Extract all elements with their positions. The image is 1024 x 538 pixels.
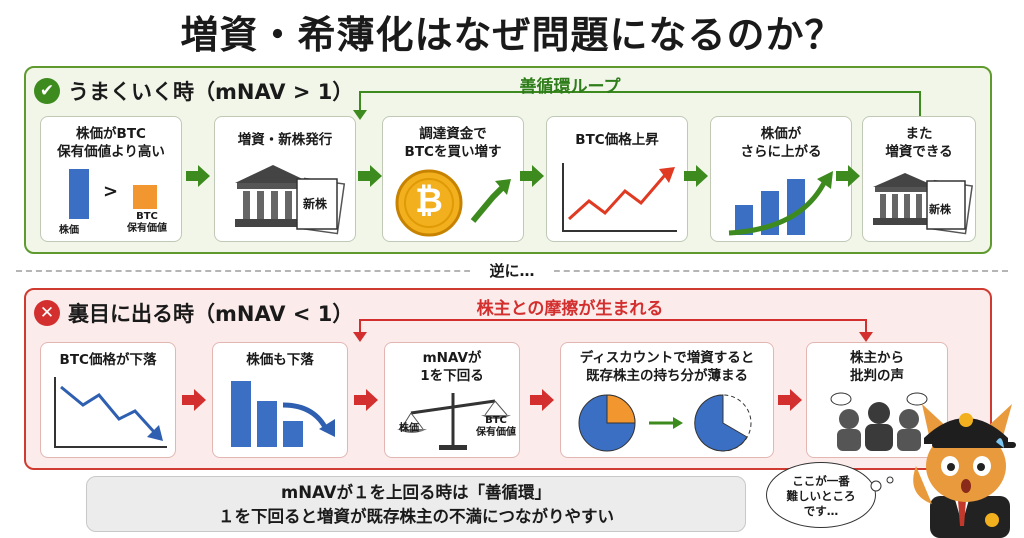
- greater-than: >: [103, 181, 119, 202]
- falling-chart-icon: [54, 377, 167, 448]
- scale-right-label: BTC 保有価値: [476, 415, 516, 438]
- step-raise-again: また 増資できる 新株: [862, 116, 976, 242]
- step-label: また 増資できる: [885, 126, 953, 160]
- rising-bars-icon: [728, 171, 833, 236]
- step-label: 株価も下落: [246, 352, 314, 368]
- divider-label: 逆に…: [470, 260, 554, 281]
- step-btc-fall: BTC価格が下落: [40, 342, 176, 458]
- dilution-pie-icon: [578, 394, 752, 452]
- arrow-right-icon: [520, 165, 544, 187]
- success-heading-text: うまくいく時（mNAV > 1）: [68, 80, 354, 104]
- step-mnav-below-1: mNAVが 1を下回る 株価 BTC 保有価値: [384, 342, 520, 458]
- btc-value-label: BTC 保有価値: [127, 211, 167, 234]
- virtuous-loop-arrow: [353, 91, 921, 120]
- step-stock-above-btc: 株価がBTC 保有価値より高い > 株価 BTC 保有価値: [40, 116, 182, 242]
- step-label: BTC価格上昇: [575, 132, 659, 148]
- scale-left-label: 株価: [399, 423, 419, 434]
- new-share-doc-label: 新株: [929, 203, 951, 216]
- step-dilution: ディスカウントで増資すると 既存株主の持ち分が薄まる: [560, 342, 774, 458]
- check-icon: ✔: [34, 78, 60, 104]
- summary-line-2: １を下回ると増資が既存株主の不満につながりやすい: [218, 507, 614, 526]
- speech-bubble: ここが一番 難しいところ です…: [766, 462, 876, 528]
- friction-loop-arrow: [353, 319, 873, 342]
- step-label: 調達資金で BTCを買い増す: [404, 126, 502, 160]
- step-label: BTC価格が下落: [59, 352, 157, 368]
- cat-mascot: [913, 404, 1016, 538]
- arrow-right-icon: [778, 389, 802, 411]
- backfire-heading-text: 裏目に出る時（mNAV < 1）: [68, 302, 354, 326]
- friction-label: 株主との摩擦が生まれる: [476, 299, 664, 319]
- rising-chart-icon: [562, 163, 677, 232]
- thought-dots: [870, 476, 894, 492]
- falling-bars-icon: [231, 381, 335, 447]
- x-icon: ✕: [34, 300, 60, 326]
- success-heading: ✔ うまくいく時（mNAV > 1）: [34, 76, 353, 106]
- step-label: 株価が さらに上がる: [740, 126, 822, 160]
- bank-icon: [235, 165, 346, 235]
- loop-label: 善循環ループ: [519, 77, 621, 97]
- summary-line-1: mNAVが１を上回る時は「善循環」: [281, 483, 551, 502]
- step-label: 増資・新株発行: [237, 132, 333, 148]
- bitcoin-coin-icon: [395, 169, 511, 237]
- balance-scale-icon: [397, 393, 511, 450]
- arrow-right-icon: [186, 165, 210, 187]
- arrow-right-icon: [354, 389, 378, 411]
- stock-bar: [69, 169, 89, 219]
- btc-symbol: ₿: [415, 181, 443, 221]
- bank-icon: [873, 173, 973, 235]
- step-label: ディスカウントで増資すると 既存株主の持ち分が薄まる: [579, 350, 755, 384]
- arrow-right-icon: [182, 389, 206, 411]
- backfire-heading: ✕ 裏目に出る時（mNAV < 1）: [34, 298, 353, 328]
- step-label: 株価がBTC 保有価値より高い: [57, 126, 165, 160]
- angry-shareholders-icon: [830, 392, 928, 451]
- btc-value-square: [133, 185, 157, 209]
- new-share-doc-label: 新株: [303, 197, 328, 211]
- arrow-right-icon: [836, 165, 860, 187]
- step-label: mNAVが 1を下回る: [420, 350, 484, 384]
- step-stock-up-further: 株価が さらに上がる: [710, 116, 852, 242]
- page-title: 増資・希薄化はなぜ問題になるのか？: [180, 13, 844, 57]
- step-label: 株主から 批判の声: [850, 350, 904, 384]
- step-stock-fall: 株価も下落: [212, 342, 348, 458]
- step-btc-rise: BTC価格上昇: [546, 116, 688, 242]
- arrow-right-icon: [530, 389, 554, 411]
- speech-bubble-text: ここが一番 難しいところ です…: [786, 474, 856, 518]
- step-issue-shares: 増資・新株発行 新株: [214, 116, 356, 242]
- summary-box: mNAVが１を上回る時は「善循環」 １を下回ると増資が既存株主の不満につながりや…: [86, 476, 746, 532]
- arrow-right-icon: [358, 165, 382, 187]
- stock-label: 株価: [59, 225, 79, 236]
- arrow-right-icon: [684, 165, 708, 187]
- step-buy-more-btc: 調達資金で BTCを買い増す ₿: [382, 116, 524, 242]
